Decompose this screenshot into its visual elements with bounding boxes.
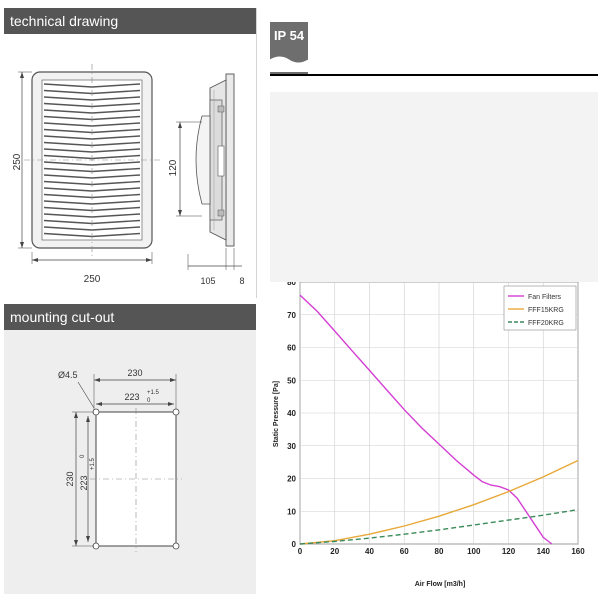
inner-width-label: 223 bbox=[124, 392, 139, 402]
hole-label: Ø4.5 bbox=[58, 370, 78, 380]
series-line-0 bbox=[299, 294, 553, 545]
technical-drawing-svg: 250 250 120 105 8 bbox=[12, 64, 245, 286]
technical-drawing-panel: technical drawing 250 250 bbox=[4, 8, 257, 298]
y-tick-label: 80 bbox=[287, 282, 296, 287]
x-tick-labels: 0 20 40 60 80 100 120 140 160 bbox=[298, 547, 585, 556]
water-drop-icon bbox=[270, 56, 308, 72]
series-line-2 bbox=[299, 508, 579, 545]
ip-rating-badge: IP 54 bbox=[270, 22, 308, 74]
series-line-1 bbox=[299, 459, 579, 545]
inner-width-tol2: 0 bbox=[147, 398, 151, 404]
mounting-cutout-panel: mounting cut-out Ø4.5 230 223 +1.5 0 230 bbox=[4, 304, 256, 594]
x-tick-label: 0 bbox=[298, 547, 303, 556]
dim-flange-label: 8 bbox=[239, 276, 244, 286]
legend-label: Fan Filters bbox=[528, 294, 562, 301]
y-tick-label: 60 bbox=[287, 344, 296, 353]
y-tick-label: 0 bbox=[292, 540, 297, 549]
badge-divider bbox=[270, 74, 598, 76]
legend-label: FFF15KRG bbox=[528, 307, 564, 314]
legend-label: FFF20KRG bbox=[528, 320, 564, 327]
y-tick-label: 70 bbox=[287, 311, 296, 320]
chart-series bbox=[299, 294, 579, 545]
cutout-svg: Ø4.5 230 223 +1.5 0 230 223 bbox=[58, 368, 182, 552]
y-tick-label: 40 bbox=[287, 409, 296, 418]
mount-hole-br bbox=[172, 542, 180, 550]
x-tick-label: 160 bbox=[571, 547, 585, 556]
dim-depth-label: 105 bbox=[200, 276, 215, 286]
mounting-cutout-header: mounting cut-out bbox=[4, 304, 256, 330]
y-tick-label: 10 bbox=[287, 507, 296, 516]
y-tick-labels: 0 10 20 30 40 50 60 70 80 bbox=[287, 282, 296, 549]
y-axis-label: Static Pressure [Pa] bbox=[273, 381, 280, 447]
mount-hole-tr bbox=[172, 408, 180, 416]
y-tick-label: 50 bbox=[287, 376, 296, 385]
x-tick-label: 80 bbox=[435, 547, 444, 556]
x-tick-label: 120 bbox=[502, 547, 516, 556]
inner-height-label: 223 bbox=[79, 475, 89, 490]
dim-width-label: 250 bbox=[84, 274, 101, 285]
dim-height-label: 250 bbox=[12, 153, 23, 170]
inner-width-tol: +1.5 bbox=[147, 390, 160, 396]
x-tick-label: 60 bbox=[400, 547, 409, 556]
dim-fan-label: 120 bbox=[168, 159, 179, 176]
y-tick-label: 30 bbox=[287, 442, 296, 451]
x-tick-label: 20 bbox=[330, 547, 339, 556]
outer-height-label: 230 bbox=[65, 471, 75, 486]
technical-drawing-header: technical drawing bbox=[4, 8, 256, 34]
ip-rating-label: IP 54 bbox=[273, 28, 305, 43]
x-axis-label: Air Flow [m3/h] bbox=[415, 581, 466, 588]
x-tick-label: 140 bbox=[537, 547, 551, 556]
right-info-area bbox=[270, 92, 598, 282]
x-tick-label: 100 bbox=[467, 547, 481, 556]
inner-height-tol: +1.5 bbox=[90, 457, 96, 470]
x-tick-label: 40 bbox=[365, 547, 374, 556]
inner-height-tol2: 0 bbox=[80, 454, 86, 458]
outer-width-label: 230 bbox=[127, 368, 142, 378]
side-view bbox=[195, 73, 235, 247]
y-tick-label: 20 bbox=[287, 475, 296, 484]
